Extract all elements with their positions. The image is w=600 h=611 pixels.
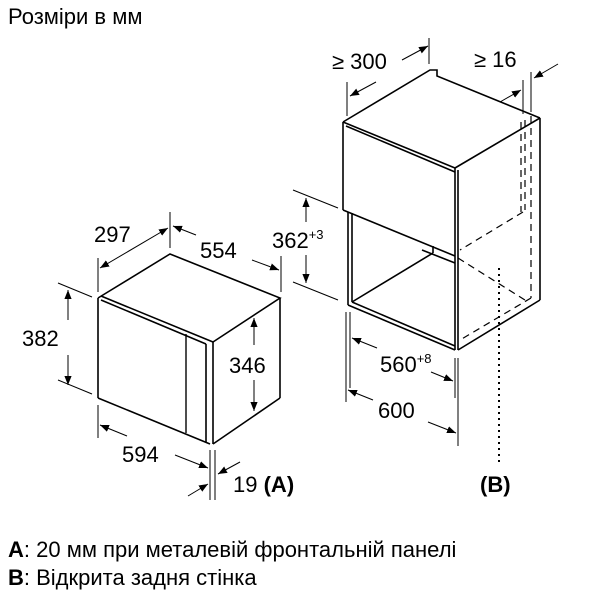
dim-offset-19: 19 (A) xyxy=(233,472,294,497)
legend-item-b: B: Відкрита задня стінка xyxy=(8,565,257,590)
cabinet-drawing xyxy=(342,69,541,351)
dim-cabinet-depth: ≥ 300 xyxy=(332,49,387,74)
dim-side-height-346: 346 xyxy=(229,353,266,378)
microwave-drawing xyxy=(97,253,282,445)
dim-height-382: 382 xyxy=(22,326,59,351)
legend: A: 20 мм при металевій фронтальній панел… xyxy=(8,536,456,592)
cabinet-dimensions xyxy=(292,38,559,446)
dim-side-wall: ≥ 16 xyxy=(474,47,517,72)
cabinet-hidden-lines xyxy=(457,116,532,341)
dim-cabinet-width: 600 xyxy=(378,398,415,423)
dim-niche-width: 560+8 xyxy=(380,351,432,377)
dim-width-554: 554 xyxy=(200,238,237,263)
dim-front-width-594: 594 xyxy=(122,442,159,467)
dim-depth-297: 297 xyxy=(94,222,131,247)
microwave-dimensions xyxy=(57,212,282,500)
note-b-label: (B) xyxy=(480,472,511,497)
legend-item-a: A: 20 мм при металевій фронтальній панел… xyxy=(8,537,457,562)
page-title: Розміри в мм xyxy=(8,4,143,29)
dim-niche-height: 362+3 xyxy=(272,227,324,253)
